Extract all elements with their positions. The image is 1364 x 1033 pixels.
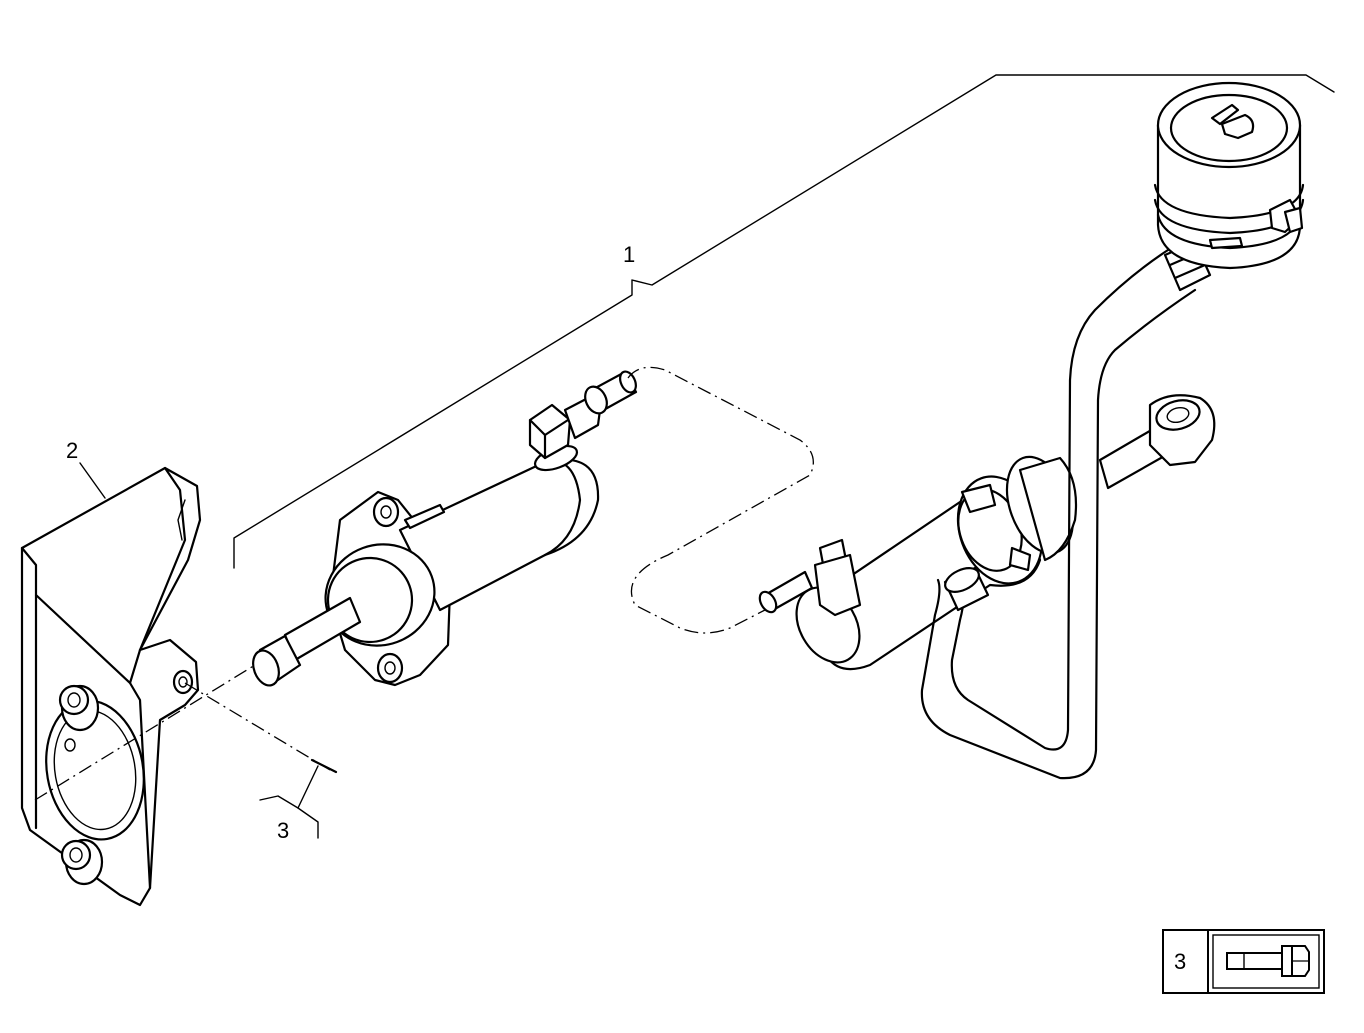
hose-routing-path — [627, 366, 814, 634]
callout-2: 2 — [66, 438, 78, 463]
bolt-leader — [259, 758, 338, 839]
mounting-bracket — [20, 466, 202, 907]
slave-cylinder — [252, 370, 638, 687]
callout-3: 3 — [277, 818, 289, 843]
legend-box: 3 — [1162, 929, 1325, 994]
bracket-boss-upper — [58, 684, 100, 732]
fluid-reservoir — [1153, 81, 1305, 270]
assembly-bracket-line — [233, 74, 1335, 569]
centerline — [34, 664, 331, 801]
legend-item-number: 3 — [1174, 949, 1186, 974]
master-cylinder — [758, 394, 1216, 671]
bracket-boss-lower — [60, 838, 104, 886]
callout-2-leader — [79, 462, 106, 499]
callout-1: 1 — [623, 242, 635, 267]
bolt-icon — [1226, 945, 1310, 977]
